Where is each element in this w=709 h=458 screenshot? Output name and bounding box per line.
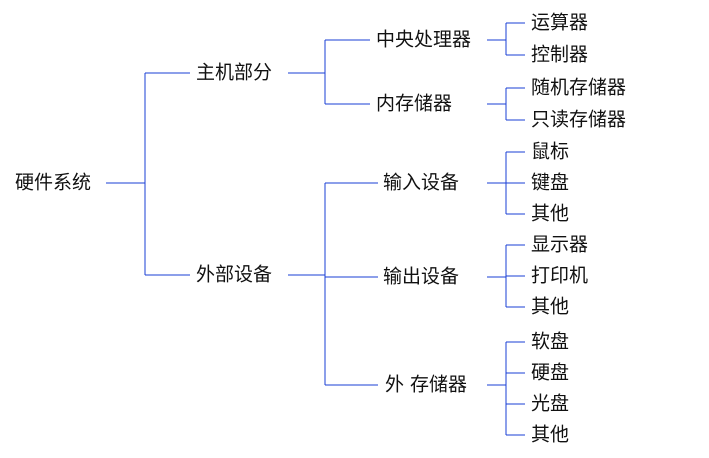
node-hardware-system: 硬件系统 xyxy=(15,172,91,194)
node-printer: 打印机 xyxy=(531,265,588,287)
node-control-unit: 控制器 xyxy=(531,44,588,66)
node-host: 主机部分 xyxy=(196,62,272,84)
node-peripherals: 外部设备 xyxy=(196,264,272,286)
node-mouse: 鼠标 xyxy=(531,141,569,163)
node-input-devices: 输入设备 xyxy=(383,172,459,194)
node-ram: 随机存储器 xyxy=(531,77,626,99)
node-input-other: 其他 xyxy=(531,203,569,225)
node-monitor: 显示器 xyxy=(531,234,588,256)
node-rom: 只读存储器 xyxy=(531,109,626,131)
node-external-storage: 外 存储器 xyxy=(385,374,467,396)
node-output-devices: 输出设备 xyxy=(383,266,459,288)
node-floppy-disk: 软盘 xyxy=(531,331,569,353)
node-hard-disk: 硬盘 xyxy=(531,362,569,384)
node-optical-disk: 光盘 xyxy=(531,393,569,415)
node-cpu: 中央处理器 xyxy=(376,29,471,51)
node-keyboard: 键盘 xyxy=(531,172,569,194)
tree-edges xyxy=(106,22,525,436)
node-storage-other: 其他 xyxy=(531,424,569,446)
node-internal-memory: 内存储器 xyxy=(376,93,452,115)
node-output-other: 其他 xyxy=(531,296,569,318)
node-alu: 运算器 xyxy=(531,12,588,34)
